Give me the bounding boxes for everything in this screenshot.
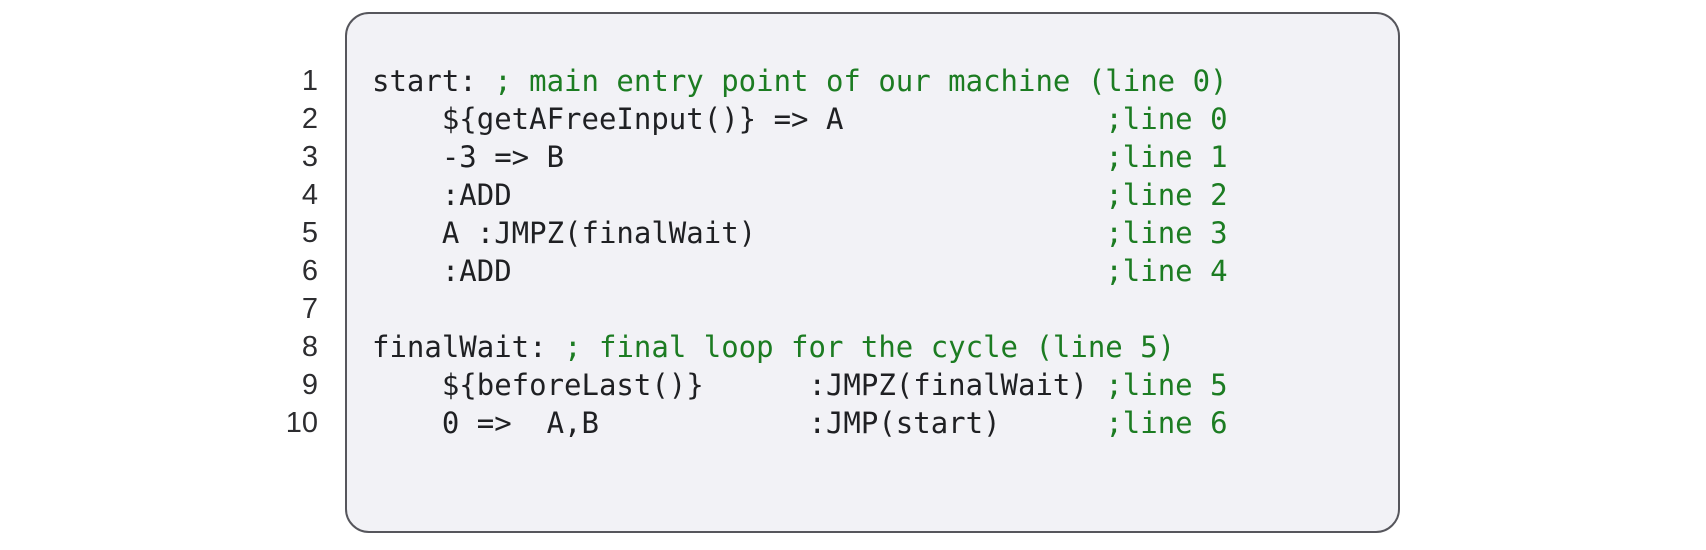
code-line: finalWait: ; final loop for the cycle (l…: [372, 328, 1228, 366]
code-text: A :JMPZ(finalWait): [372, 216, 1106, 250]
code-line: ${getAFreeInput()} => A ;line 0: [372, 100, 1228, 138]
comment-text: ; main entry point of our machine (line …: [494, 64, 1228, 98]
comment-text: ;line 0: [1105, 102, 1228, 136]
comment-text: ; final loop for the cycle (line 5): [564, 330, 1176, 364]
code-line: [372, 290, 1228, 328]
code-listing: start: ; main entry point of our machine…: [372, 62, 1228, 442]
line-number: 6: [301, 255, 318, 287]
code-line: :ADD ;line 4: [372, 252, 1228, 290]
comment-text: ;line 4: [1105, 254, 1228, 288]
code-text: :ADD: [372, 254, 1106, 288]
line-number: 9: [301, 369, 318, 401]
code-line: :ADD ;line 2: [372, 176, 1228, 214]
code-line: A :JMPZ(finalWait) ;line 3: [372, 214, 1228, 252]
comment-text: ;line 2: [1105, 178, 1228, 212]
code-text: -3 => B: [372, 140, 1106, 174]
code-text: finalWait:: [372, 330, 565, 364]
code-text: start:: [372, 64, 495, 98]
line-number: 3: [301, 141, 318, 173]
comment-text: ;line 1: [1105, 140, 1228, 174]
line-number: 10: [285, 407, 318, 439]
code-line: ${beforeLast()} :JMPZ(finalWait) ;line 5: [372, 366, 1228, 404]
comment-text: ;line 5: [1105, 368, 1228, 402]
code-text: ${beforeLast()} :JMPZ(finalWait): [372, 368, 1106, 402]
code-line: -3 => B ;line 1: [372, 138, 1228, 176]
code-box: [345, 12, 1400, 533]
code-text: :ADD: [372, 178, 1106, 212]
line-number: 2: [301, 103, 318, 135]
comment-text: ;line 3: [1105, 216, 1228, 250]
line-number: 1: [301, 65, 318, 97]
code-line: 0 => A,B :JMP(start) ;line 6: [372, 404, 1228, 442]
line-number-gutter: 1 2 3 4 5 6 7 8 9 10: [178, 62, 318, 442]
line-number: 5: [301, 217, 318, 249]
line-number: 7: [301, 293, 318, 325]
code-line: start: ; main entry point of our machine…: [372, 62, 1228, 100]
line-number: 4: [301, 179, 318, 211]
code-text: ${getAFreeInput()} => A: [372, 102, 1106, 136]
line-number: 8: [301, 331, 318, 363]
code-text: 0 => A,B :JMP(start): [372, 406, 1106, 440]
comment-text: ;line 6: [1105, 406, 1228, 440]
